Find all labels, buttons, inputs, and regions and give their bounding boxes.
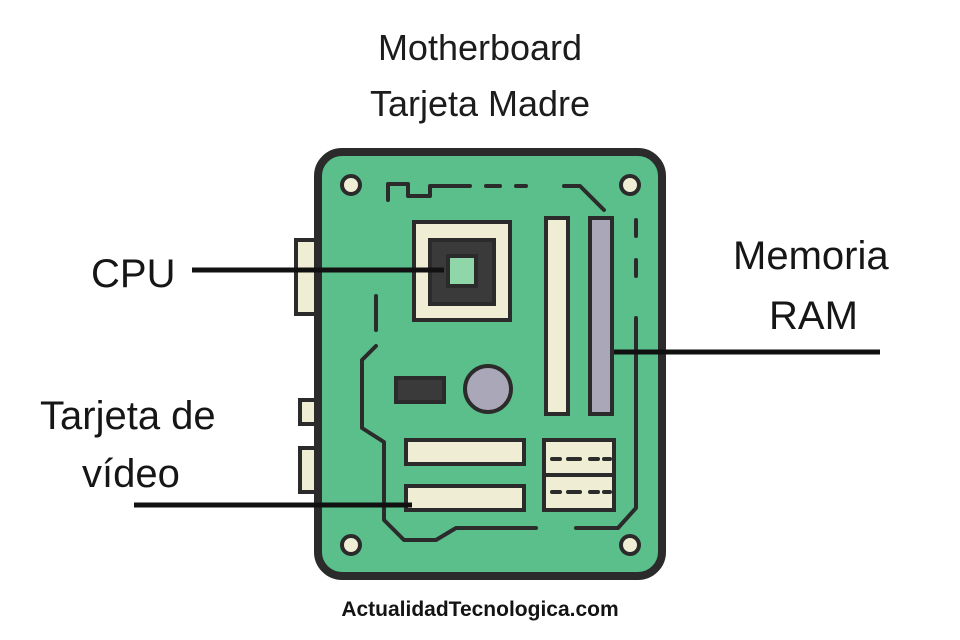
io-header-block: [542, 438, 616, 512]
pci-slot-upper: [404, 438, 526, 466]
ram-label-line2: RAM: [769, 294, 858, 338]
ram-label-line1: Memoria: [733, 234, 889, 278]
cpu-label: CPU: [91, 252, 176, 296]
footer-credit: ActualidadTecnologica.com: [341, 598, 619, 621]
ram-slot: [588, 216, 614, 416]
cmos-battery: [463, 364, 513, 414]
diagram-title-line1: Motherboard: [377, 27, 583, 68]
expansion-slot-vertical: [544, 216, 570, 416]
circuit-traces: [360, 182, 638, 542]
video-label-line2: vídeo: [82, 452, 180, 496]
video-label-line1: Tarjeta de: [40, 394, 216, 438]
pci-slot-lower: [404, 484, 526, 512]
diagram-title-line2: Tarjeta Madre: [369, 83, 591, 124]
mounting-holes: [340, 174, 641, 556]
chipset: [394, 376, 446, 404]
